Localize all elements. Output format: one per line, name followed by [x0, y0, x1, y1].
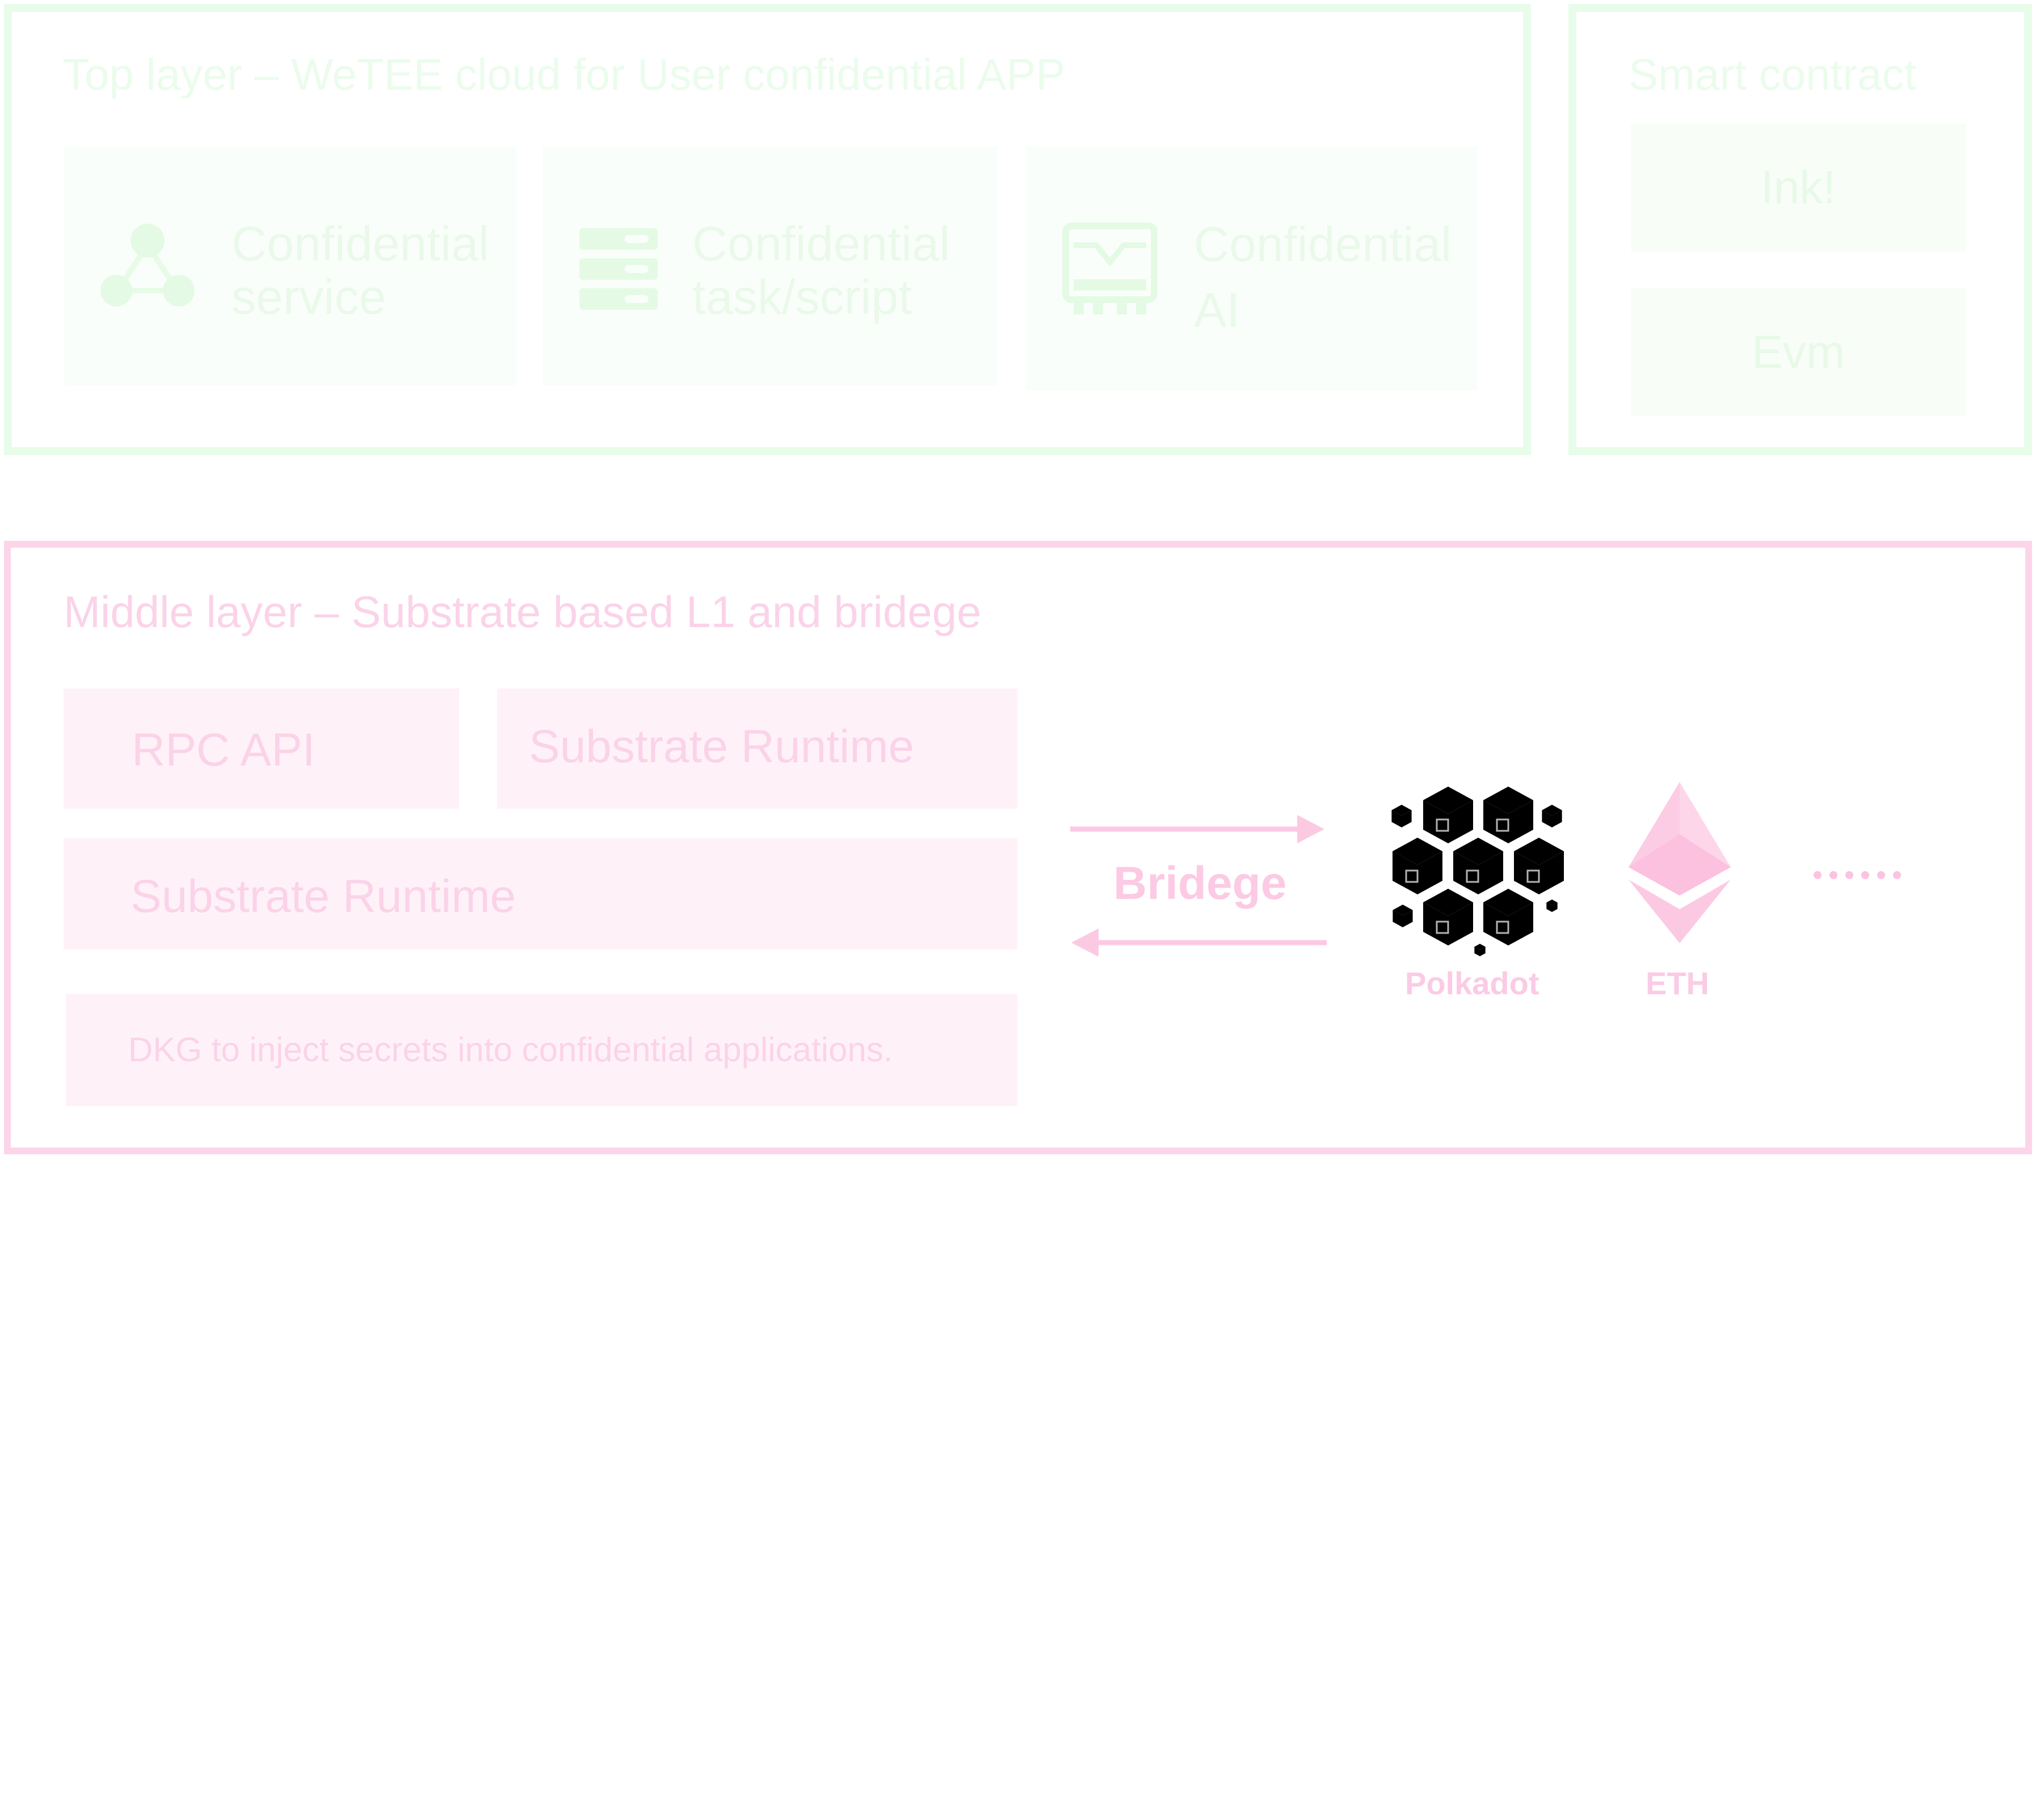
top-layer-frame: [4, 4, 1531, 455]
ethereum-logo-icon: [1629, 782, 1731, 943]
rpc-api-box: RPC API: [64, 688, 459, 809]
confidential-ai-label: Confidential AI: [1194, 217, 1452, 338]
smart-contract-frame: [1568, 4, 2032, 455]
confidential-ai-card: [1026, 146, 1477, 390]
confidential-task-label: Confidential task/script: [692, 217, 950, 325]
rpc-api-label: RPC API: [132, 724, 316, 776]
evm-box: Evm: [1631, 288, 1966, 416]
bridge-label: Bridege: [1113, 858, 1287, 909]
network-nodes-icon: [100, 224, 195, 306]
confidential-service-card: [64, 146, 516, 386]
confidential-service-label: Confidential service: [232, 217, 490, 325]
eth-label: ETH: [1646, 965, 1709, 1001]
middle-layer-title: Middle layer – Substrate based L1 and br…: [64, 587, 982, 637]
more-ellipsis-icon: [1814, 871, 1901, 879]
middle-layer-frame: [4, 541, 2032, 1154]
chip-board-icon: [1062, 222, 1158, 314]
substrate-runtime-label-top: Substrate Runtime: [529, 721, 915, 772]
substrate-runtime-box: Substrate Runtime: [64, 838, 1017, 949]
arrow-right-icon: [1070, 815, 1324, 843]
polkadot-logo-icon: .mag .t{fill:#e0479c}.mag .l{fill:#c8197…: [1391, 787, 1564, 956]
dkg-box: DKG to inject secrets into confidential …: [66, 994, 1017, 1106]
substrate-runtime-label: Substrate Runtime: [131, 871, 516, 922]
substrate-runtime-box-top: Substrate Runtime: [497, 688, 1017, 809]
dkg-label: DKG to inject secrets into confidential …: [128, 1031, 893, 1069]
smart-contract-title: Smart contract: [1629, 49, 1917, 99]
server-stack-icon: [579, 228, 658, 310]
polkadot-label: Polkadot: [1405, 965, 1539, 1001]
ink-box: Ink!: [1631, 124, 1966, 251]
top-layer-title: Top layer – WeTEE cloud for User confide…: [62, 49, 1066, 99]
arrow-left-icon: [1071, 928, 1327, 957]
